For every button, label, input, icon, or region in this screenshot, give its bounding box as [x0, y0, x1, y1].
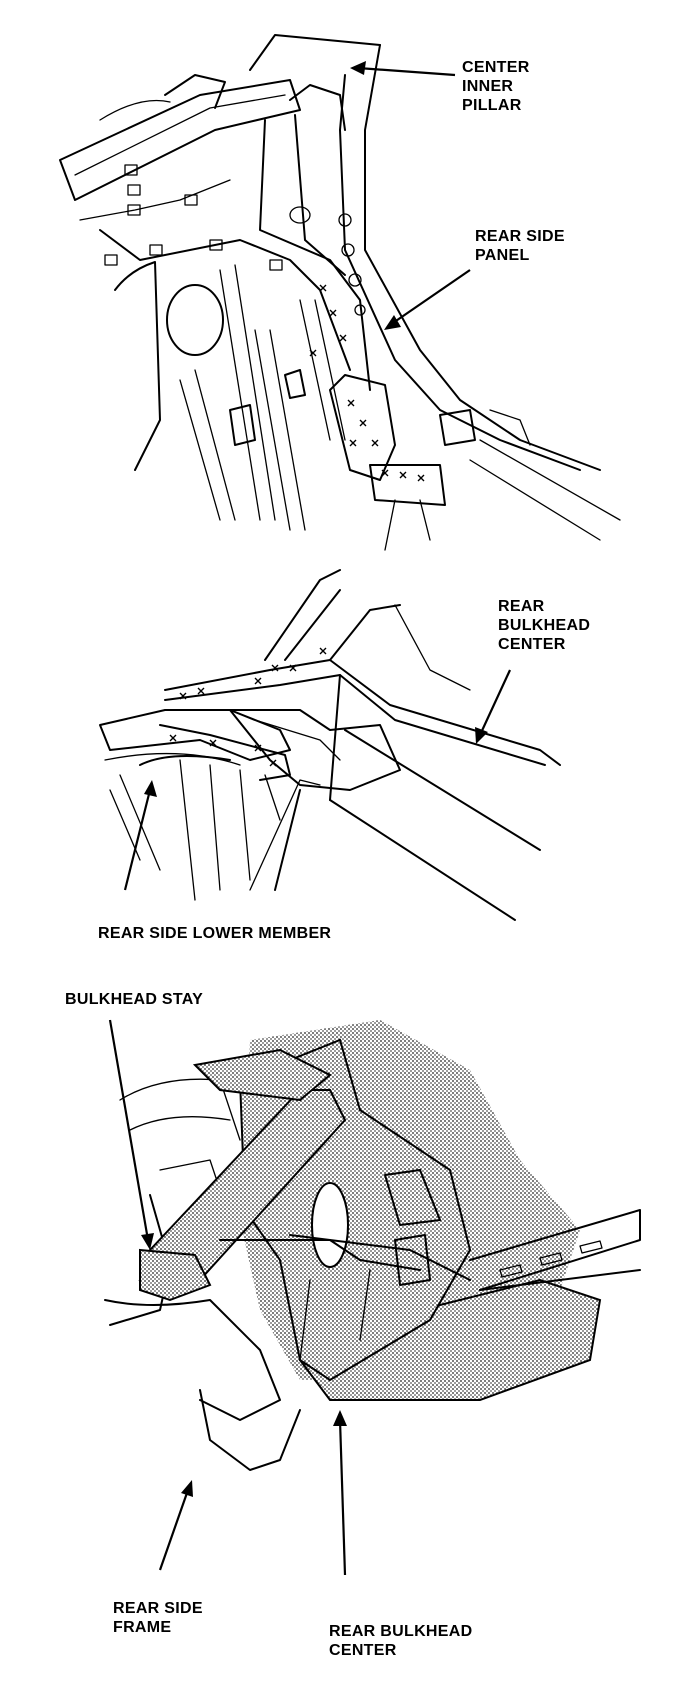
- top-panel: CENTER INNER PILLAR REAR SIDE PANEL: [0, 0, 688, 600]
- rear-bulkhead-center-label: REAR BULKHEAD CENTER: [498, 598, 591, 653]
- bottom-panel: BULKHEAD STAY REAR SIDE FRAME REAR BULKH…: [0, 980, 688, 1704]
- rear-side-lower-member-label: REAR SIDE LOWER MEMBER: [98, 925, 332, 942]
- middle-panel: REAR BULKHEAD CENTER REAR SIDE LOWER MEM…: [0, 560, 688, 980]
- arrow-icon: [333, 1410, 347, 1576]
- bulkhead-stay-illustration: [104, 1019, 641, 1576]
- weld-mark-icon: [169, 647, 327, 767]
- rear-bulkhead-center-label-bottom: REAR BULKHEAD CENTER: [329, 1623, 473, 1659]
- rear-side-frame-label: REAR SIDE FRAME: [113, 1600, 203, 1636]
- rear-bulkhead-illustration: [99, 569, 561, 921]
- arrow-icon: [158, 1480, 193, 1571]
- arrow-icon: [108, 1019, 154, 1250]
- bulkhead-stay-label: BULKHEAD STAY: [65, 991, 204, 1008]
- center-inner-pillar-label: CENTER INNER PILLAR: [462, 59, 530, 114]
- arrow-icon: [350, 61, 456, 77]
- arrow-icon: [384, 269, 471, 330]
- arrow-icon: [475, 669, 511, 744]
- arrow-icon: [123, 780, 157, 891]
- rear-side-panel-label: REAR SIDE PANEL: [475, 228, 565, 264]
- center-pillar-illustration: [59, 34, 621, 551]
- weld-mark-icon: [309, 284, 425, 482]
